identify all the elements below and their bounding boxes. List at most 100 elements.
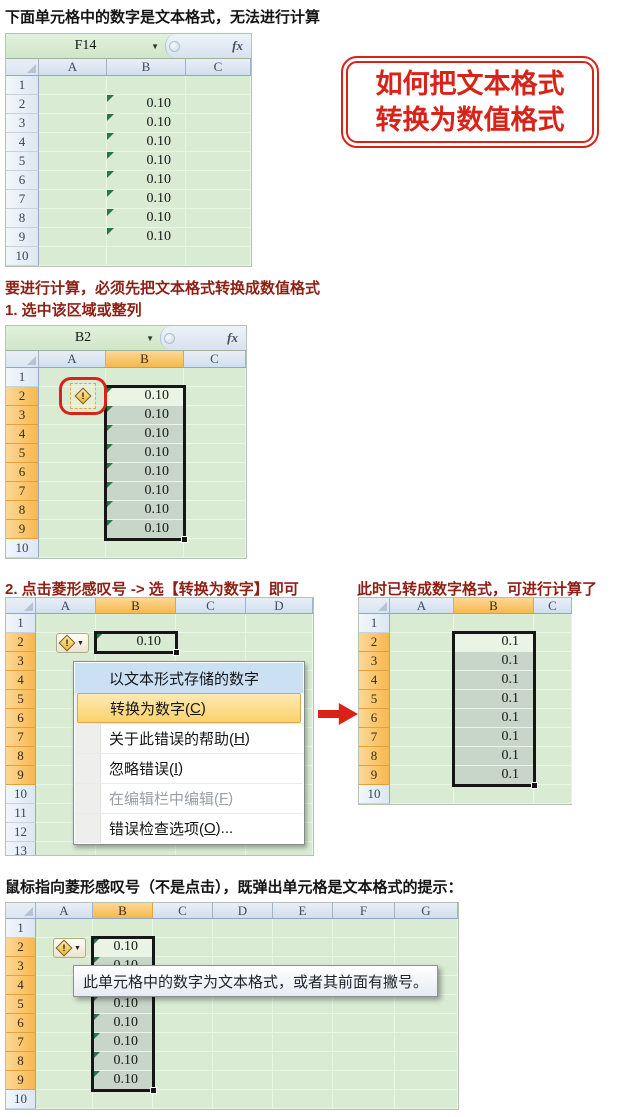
row-header-4[interactable]: 4	[6, 976, 36, 995]
cell-A1[interactable]	[36, 919, 93, 938]
cell-C3[interactable]	[184, 406, 246, 425]
cell-C9[interactable]	[153, 1071, 213, 1090]
cell-C7[interactable]	[186, 190, 251, 209]
row-header-2[interactable]: 2	[6, 633, 36, 652]
cell-G8[interactable]	[395, 1052, 458, 1071]
cell-B1[interactable]	[96, 614, 176, 633]
row-header-10[interactable]: 10	[6, 1090, 36, 1109]
column-header-C[interactable]: C	[186, 59, 251, 75]
row-header-5[interactable]: 5	[359, 690, 390, 709]
column-header-D[interactable]: D	[213, 903, 273, 918]
row-header-10[interactable]: 10	[6, 247, 39, 266]
cell-A10[interactable]	[39, 539, 106, 558]
cell-E9[interactable]	[273, 1071, 333, 1090]
cell-A5[interactable]	[36, 995, 93, 1014]
cell-C8[interactable]	[184, 501, 246, 520]
row-header-2[interactable]: 2	[6, 938, 36, 957]
column-header-B[interactable]: B	[107, 59, 186, 75]
column-header-C[interactable]: C	[184, 351, 246, 367]
cell-A6[interactable]	[36, 1014, 93, 1033]
row-header-7[interactable]: 7	[359, 728, 390, 747]
cell-F7[interactable]	[333, 1033, 395, 1052]
cell-C8[interactable]	[186, 209, 251, 228]
cell-B9[interactable]: 0.10	[106, 520, 184, 539]
cell-G10[interactable]	[395, 1090, 458, 1109]
menu-item-error-checking-options[interactable]: 错误检查选项(O)...	[75, 813, 303, 843]
cell-C6[interactable]	[153, 1014, 213, 1033]
cell-E1[interactable]	[273, 919, 333, 938]
cell-D9[interactable]	[213, 1071, 273, 1090]
cell-G7[interactable]	[395, 1033, 458, 1052]
cell-D1[interactable]	[213, 919, 273, 938]
cell-A8[interactable]	[36, 1052, 93, 1071]
cell-A1[interactable]	[390, 614, 454, 633]
cell-B4[interactable]: 0.10	[106, 425, 184, 444]
cell-B6[interactable]: 0.1	[454, 709, 534, 728]
insert-function-icon[interactable]: fx	[232, 38, 243, 53]
row-header-9[interactable]: 9	[359, 766, 390, 785]
cell-B2[interactable]: 0.1	[454, 633, 534, 652]
row-header-8[interactable]: 8	[6, 1052, 36, 1071]
cell-A9[interactable]	[39, 520, 106, 539]
cell-C1[interactable]	[153, 919, 213, 938]
cell-C10[interactable]	[184, 539, 246, 558]
cell-B2[interactable]: 0.10	[106, 387, 184, 406]
cell-B1[interactable]	[93, 919, 153, 938]
cell-F10[interactable]	[333, 1090, 395, 1109]
cell-C10[interactable]	[534, 785, 572, 804]
cell-C8[interactable]	[153, 1052, 213, 1071]
cell-C10[interactable]	[153, 1090, 213, 1109]
cell-E2[interactable]	[273, 938, 333, 957]
cell-C4[interactable]	[186, 133, 251, 152]
cell-D13[interactable]	[246, 842, 313, 855]
cell-C2[interactable]	[176, 633, 246, 652]
cell-B8[interactable]: 0.10	[106, 501, 184, 520]
row-header-5[interactable]: 5	[6, 995, 36, 1014]
cell-E10[interactable]	[273, 1090, 333, 1109]
row-header-8[interactable]: 8	[359, 747, 390, 766]
column-header-C[interactable]: C	[534, 598, 572, 613]
cell-A4[interactable]	[390, 671, 454, 690]
cell-D7[interactable]	[213, 1033, 273, 1052]
cell-B2[interactable]: 0.10	[96, 633, 176, 652]
cell-C4[interactable]	[184, 425, 246, 444]
row-header-10[interactable]: 10	[6, 539, 39, 558]
cell-C7[interactable]	[153, 1033, 213, 1052]
cell-A3[interactable]	[390, 652, 454, 671]
select-all-corner[interactable]	[6, 903, 36, 918]
row-header-6[interactable]: 6	[6, 709, 36, 728]
row-header-5[interactable]: 5	[6, 690, 36, 709]
row-header-4[interactable]: 4	[6, 671, 36, 690]
cell-C5[interactable]	[186, 152, 251, 171]
cell-C4[interactable]	[534, 671, 572, 690]
column-header-D[interactable]: D	[246, 598, 313, 613]
name-box-dropdown-icon[interactable]: ▼	[151, 41, 159, 51]
cell-B5[interactable]: 0.1	[454, 690, 534, 709]
menu-item-ignore-error[interactable]: 忽略错误(I)	[75, 753, 303, 783]
cell-B10[interactable]	[93, 1090, 153, 1109]
column-header-A[interactable]: A	[390, 598, 454, 613]
cell-B3[interactable]: 0.10	[107, 114, 186, 133]
cell-B5[interactable]: 0.10	[107, 152, 186, 171]
cell-G2[interactable]	[395, 938, 458, 957]
cell-A2[interactable]	[39, 95, 107, 114]
cell-A5[interactable]	[39, 152, 107, 171]
cell-B7[interactable]: 0.10	[107, 190, 186, 209]
cell-B5[interactable]: 0.10	[106, 444, 184, 463]
cell-A1[interactable]	[39, 76, 107, 95]
row-header-1[interactable]: 1	[6, 76, 39, 95]
row-header-3[interactable]: 3	[6, 652, 36, 671]
cell-B4[interactable]: 0.1	[454, 671, 534, 690]
name-box[interactable]: B2▼	[6, 326, 160, 350]
cell-F1[interactable]	[333, 919, 395, 938]
cell-A8[interactable]	[39, 501, 106, 520]
cell-A4[interactable]	[39, 133, 107, 152]
row-header-9[interactable]: 9	[6, 1071, 36, 1090]
row-header-10[interactable]: 10	[6, 785, 36, 804]
row-header-7[interactable]: 7	[6, 728, 36, 747]
column-header-A[interactable]: A	[36, 903, 93, 918]
row-header-1[interactable]: 1	[6, 368, 39, 387]
cell-B8[interactable]: 0.1	[454, 747, 534, 766]
select-all-corner[interactable]	[359, 598, 390, 613]
cell-F6[interactable]	[333, 1014, 395, 1033]
